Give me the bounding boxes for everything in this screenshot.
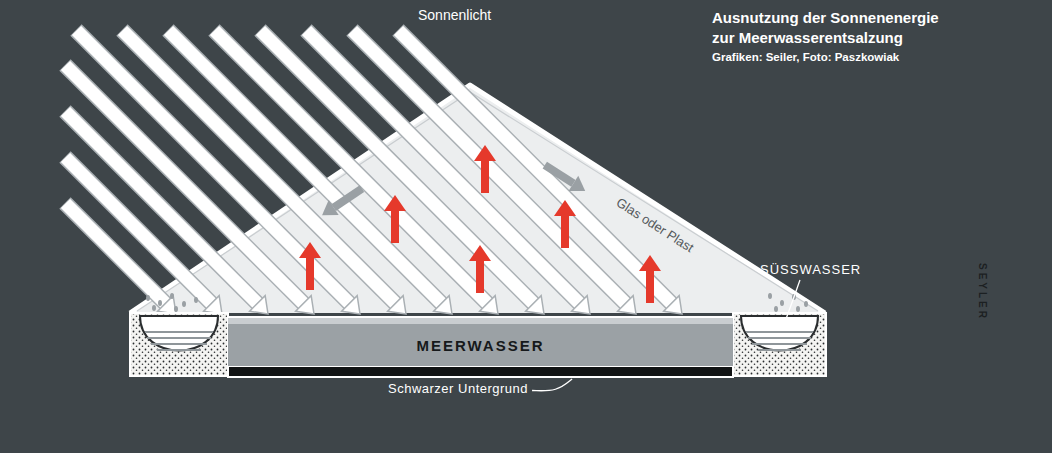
freshwater-trough [741, 316, 818, 351]
water-droplet [182, 301, 186, 307]
freshwater-trough [733, 313, 826, 376]
sun-ray [398, 30, 671, 303]
water-droplet [796, 306, 800, 312]
water-droplet [152, 305, 156, 311]
sun-ray [65, 30, 682, 314]
heat-arrow [469, 245, 491, 293]
sun-ray [353, 31, 626, 304]
water-droplet [146, 295, 150, 301]
condensate-flow-arrow [331, 185, 364, 211]
sun-ray [434, 296, 452, 314]
sun-ray [352, 30, 625, 303]
water-droplet [174, 306, 178, 312]
condensate-flow-arrow [317, 181, 367, 223]
water-droplet [158, 300, 162, 306]
credit-caption: Grafiken: Seiler, Foto: Paszkowiak [712, 51, 899, 63]
condensate-flow-arrow [540, 157, 590, 198]
condensate-flow-arrow [317, 157, 590, 222]
water-droplet [804, 301, 808, 307]
freshwater-trough [130, 313, 228, 376]
sun-ray [618, 296, 636, 314]
freshwater-trough [130, 313, 826, 376]
heat-arrow [554, 200, 576, 248]
condensate-flow-arrow [543, 162, 576, 187]
heat-arrow [299, 145, 661, 303]
sunlight-label: Sonnenlicht [418, 7, 491, 23]
artist-signature: SEYLER [977, 263, 988, 321]
leader-line [532, 379, 572, 391]
freshwater-label: SÜSSWASSER [760, 262, 861, 277]
water-droplet [194, 297, 198, 303]
heat-arrow [299, 242, 321, 290]
sun-ray [342, 296, 360, 314]
condensate-flow-arrow [569, 176, 591, 199]
basin [228, 366, 733, 377]
sun-ray [526, 296, 544, 314]
heat-arrow [384, 195, 406, 243]
leader-line [782, 280, 800, 330]
sun-ray [388, 296, 406, 314]
freshwater-trough [145, 332, 213, 350]
water-droplet [774, 306, 778, 312]
sun-ray [480, 296, 498, 314]
title: Ausnutzung der Sonnenenergie zur Meerwas… [712, 8, 957, 48]
freshwater-trough [140, 316, 218, 351]
water-droplet [170, 293, 174, 299]
water-droplet [146, 293, 808, 312]
condensate-flow-arrow [317, 200, 339, 223]
seawater-band: MEERWASSER [228, 318, 733, 366]
water-droplet [768, 293, 772, 299]
heat-arrow [639, 255, 661, 303]
basin [226, 316, 735, 377]
sun-ray [158, 296, 176, 314]
base-label: Schwarzer Untergrund [388, 381, 528, 396]
sun-ray [296, 296, 314, 314]
sun-ray [399, 31, 672, 304]
sun-ray [664, 296, 682, 314]
heat-arrow [474, 145, 496, 193]
freshwater-trough [746, 332, 813, 350]
sun-ray [204, 296, 222, 314]
water-droplet [780, 300, 784, 306]
sun-ray [572, 296, 590, 314]
sun-ray [250, 296, 268, 314]
basin [226, 316, 735, 368]
node-label: MEERWASSER [416, 337, 544, 354]
